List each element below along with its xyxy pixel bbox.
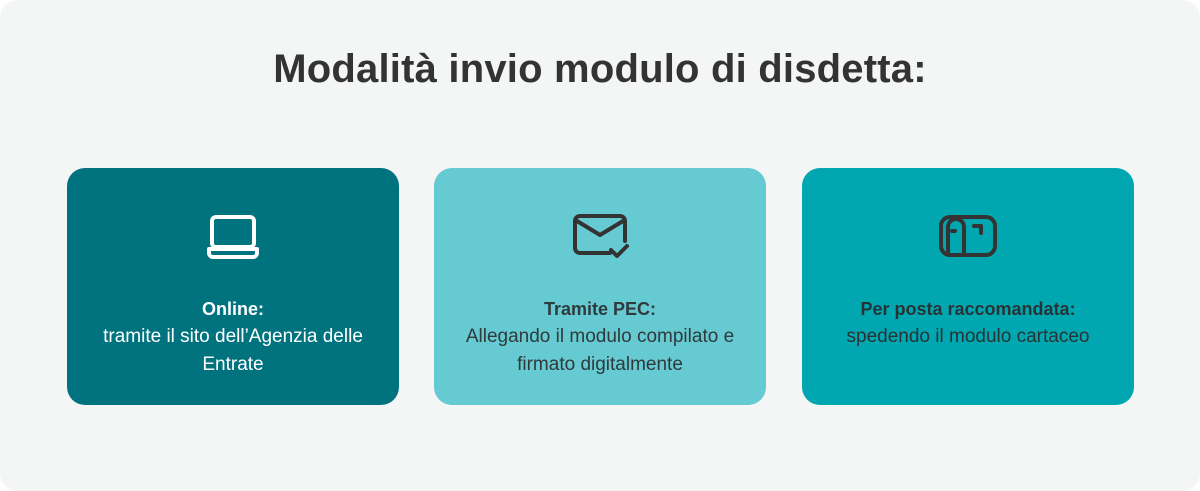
card-posta-raccomandata: Per posta raccomandata: spedendo il modu… [802, 168, 1134, 405]
mailbox-icon [938, 211, 998, 263]
card-description: Allegando il modulo compilato e firmato … [465, 326, 735, 375]
laptop-icon [203, 211, 263, 263]
card-pec: Tramite PEC: Allegando il modulo compila… [434, 168, 766, 405]
card-description: spedendo il modulo cartaceo [846, 326, 1090, 347]
card-heading: Tramite PEC: [543, 299, 657, 319]
card-text: Online: tramite il sito dell’Agenzia del… [81, 295, 385, 379]
card-text: Per posta raccomandata: spedendo il modu… [816, 295, 1120, 351]
mail-check-icon [570, 211, 630, 263]
card-description: tramite il sito dell’Agenzia delle Entra… [103, 326, 363, 375]
card-text: Tramite PEC: Allegando il modulo compila… [448, 295, 752, 379]
card-heading: Per posta raccomandata: [860, 299, 1076, 319]
card-heading: Online: [202, 299, 264, 319]
card-online: Online: tramite il sito dell’Agenzia del… [67, 168, 399, 405]
page-title: Modalità invio modulo di disdetta: [273, 47, 927, 91]
